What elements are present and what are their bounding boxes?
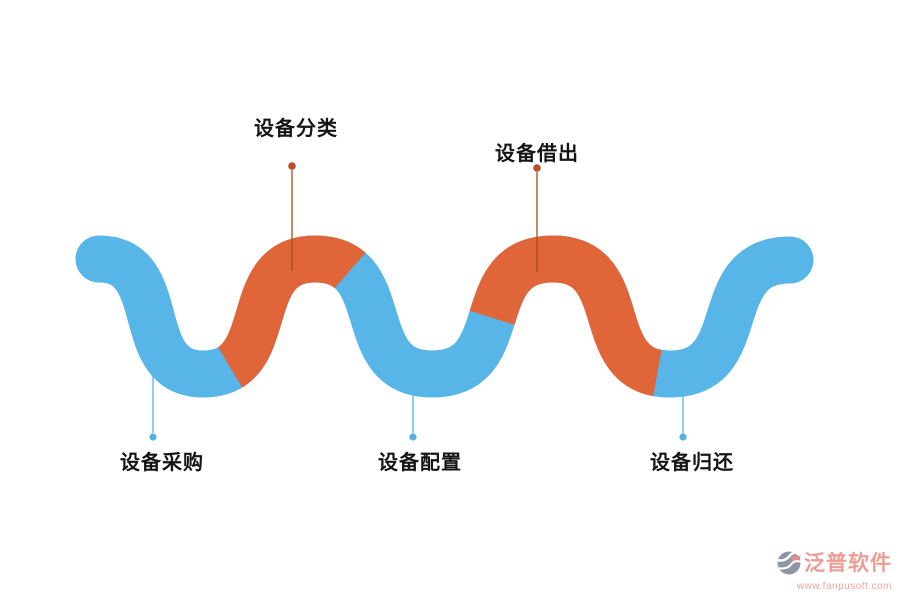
connector-dot-classification [288,162,296,170]
watermark: 泛普软件 www.fanpusoft.com [762,547,892,592]
connector-dot-configuration [409,433,417,441]
brand-url: www.fanpusoft.com [796,581,892,592]
connector-dot-return [679,433,687,441]
connector-dot-procurement [149,433,157,441]
node-label-procurement: 设备采购 [120,452,204,474]
brand-name: 泛普软件 [804,551,892,575]
node-label-return: 设备归还 [650,452,734,474]
brand-logo-icon [776,551,802,575]
wave-blue-ribbon [75,235,814,398]
node-label-lending: 设备借出 [495,143,579,165]
connector-dot-lending [533,164,541,172]
node-label-configuration: 设备配置 [378,452,462,474]
node-label-classification: 设备分类 [254,118,338,140]
